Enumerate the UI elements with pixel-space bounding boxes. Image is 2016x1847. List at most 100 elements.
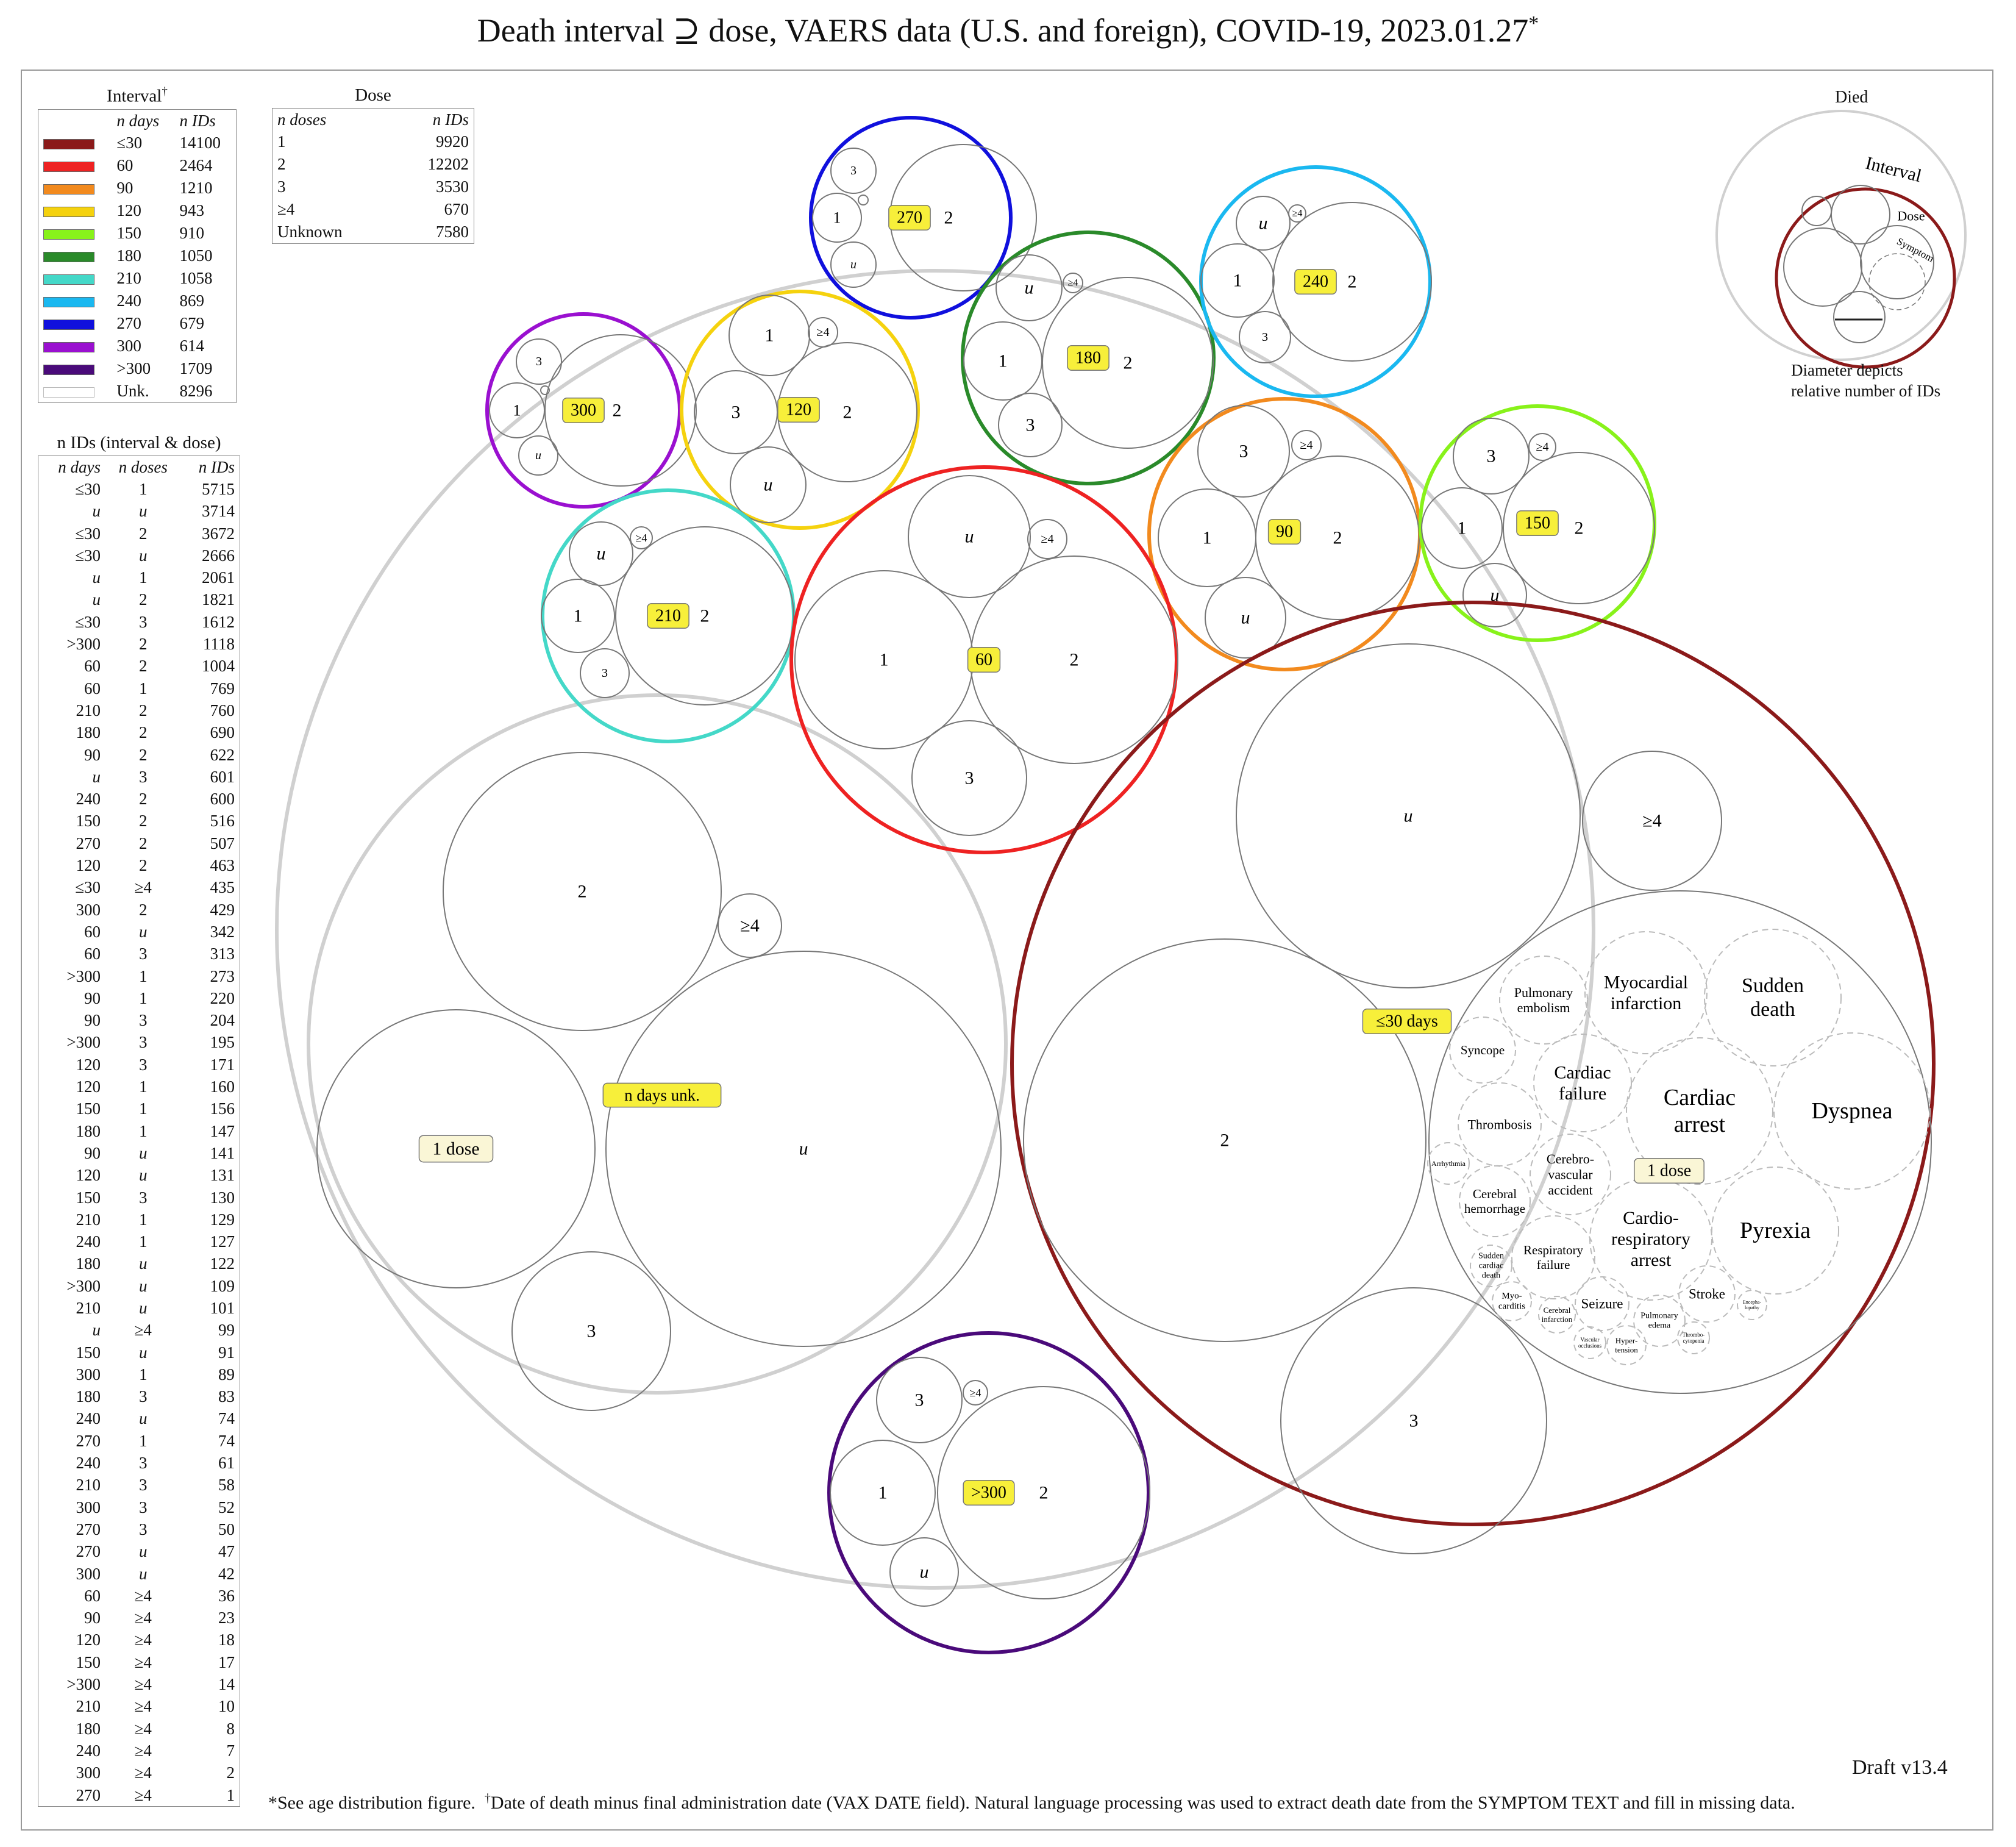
row-ids: 601 [210, 767, 235, 786]
symptom-label: Cerebral [1473, 1187, 1517, 1201]
interval-60-circle [789, 465, 1178, 854]
interval-count: 1210 [179, 178, 213, 197]
row-days: 210 [76, 701, 101, 720]
color-swatch [38, 290, 112, 312]
row-days: 270 [76, 1431, 101, 1450]
reference-dose-circle [1831, 185, 1890, 245]
interval-120-label-box [777, 396, 820, 423]
dose-label: ≥4 [1642, 811, 1661, 831]
dose-circle [1272, 202, 1432, 362]
row-ids: 5715 [202, 480, 235, 498]
symptom-circle [1737, 1290, 1767, 1320]
col-ids: n IDs [179, 111, 216, 130]
symptom-label: Cerebral [1544, 1306, 1571, 1315]
row-ids: 17 [218, 1652, 235, 1671]
reference-dose-circle [1833, 291, 1886, 343]
row-days: >300 [66, 635, 101, 654]
row-doses: ≥4 [134, 1586, 152, 1605]
row-ids: 435 [210, 878, 235, 897]
interval-count: 679 [179, 313, 204, 332]
row-ids: 42 [218, 1564, 235, 1583]
interval-90-label-box [1267, 518, 1302, 545]
dose-label: u [1491, 585, 1500, 606]
dose-legend-title: Dose [355, 85, 391, 105]
row-ids: 507 [210, 834, 235, 852]
dose-circle [1158, 488, 1256, 587]
row-ids: 74 [218, 1431, 235, 1450]
interval-240-label-box [1294, 268, 1337, 295]
row-doses: 1 [138, 679, 148, 698]
dose-label: u [1259, 213, 1268, 234]
dose-label: 3 [587, 1321, 596, 1341]
interval-label: 240 [116, 291, 141, 310]
reference-interval-label: Interval [1864, 153, 1923, 187]
row-doses: 3 [138, 1454, 148, 1473]
dose-label: ≥4 [740, 916, 759, 936]
dose-circle [569, 521, 633, 586]
color-swatch [38, 267, 112, 290]
swatch [43, 161, 94, 172]
dose-label: 1 [833, 209, 841, 227]
symptom-label: Seizure [1581, 1296, 1623, 1312]
symptom-label: infarction [1542, 1315, 1573, 1324]
row-doses: 1 [138, 1431, 148, 1450]
symptom-label: Cardiac [1664, 1085, 1736, 1110]
row-doses: u [138, 1542, 148, 1561]
row-ids: 313 [210, 945, 235, 963]
dose-circle [1453, 418, 1530, 495]
dose-1-label: 1 dose [1647, 1162, 1691, 1181]
row-ids: 1118 [203, 635, 235, 654]
interval-120-label: 120 [786, 401, 811, 420]
row-ids: 622 [210, 745, 235, 764]
row-doses: 1 [138, 1210, 148, 1229]
row-days: 180 [76, 1719, 101, 1738]
dose-label: 2 [843, 402, 852, 423]
dose-2-circle [1023, 938, 1427, 1342]
col-doses: n doses [118, 458, 168, 476]
row-doses: ≥4 [134, 1741, 152, 1760]
symptom-label: failure [1537, 1257, 1570, 1272]
symptom-label: arrest [1674, 1112, 1726, 1137]
symptom-label: carditis [1498, 1302, 1525, 1312]
row-ids: 47 [218, 1542, 235, 1561]
row-ids: 122 [210, 1254, 235, 1273]
dose-label: u [1025, 278, 1034, 298]
dose-circle [830, 1440, 936, 1546]
row-doses: ≥4 [134, 1675, 152, 1694]
row-ids: 156 [210, 1099, 235, 1118]
interval-legend-row: Unk.8296 [38, 380, 237, 403]
row-days: 120 [76, 1077, 101, 1096]
row-doses: u [138, 1276, 148, 1295]
interval-180-label: 180 [1075, 349, 1101, 368]
row-days: 210 [76, 1697, 101, 1716]
dose-label: ≥4 [970, 1387, 981, 1399]
dose-circle [518, 435, 558, 476]
dose-circle [1528, 433, 1556, 461]
dose-circle [908, 475, 1031, 598]
row-ids: 171 [210, 1055, 235, 1074]
interval-le30-label: ≤30 days [1376, 1012, 1438, 1031]
symptom-circle [1573, 1326, 1606, 1359]
symptom-label: infarction [1611, 993, 1682, 1013]
dose-circle [615, 526, 794, 706]
row-days: 150 [76, 1652, 101, 1671]
symptom-label: occlusions [1578, 1343, 1601, 1349]
dose-circle [1462, 563, 1527, 627]
row-doses: ≥4 [134, 1719, 152, 1738]
row-days: 60 [84, 1586, 101, 1605]
row-doses: 3 [138, 1188, 148, 1207]
row-doses: u [138, 546, 148, 565]
